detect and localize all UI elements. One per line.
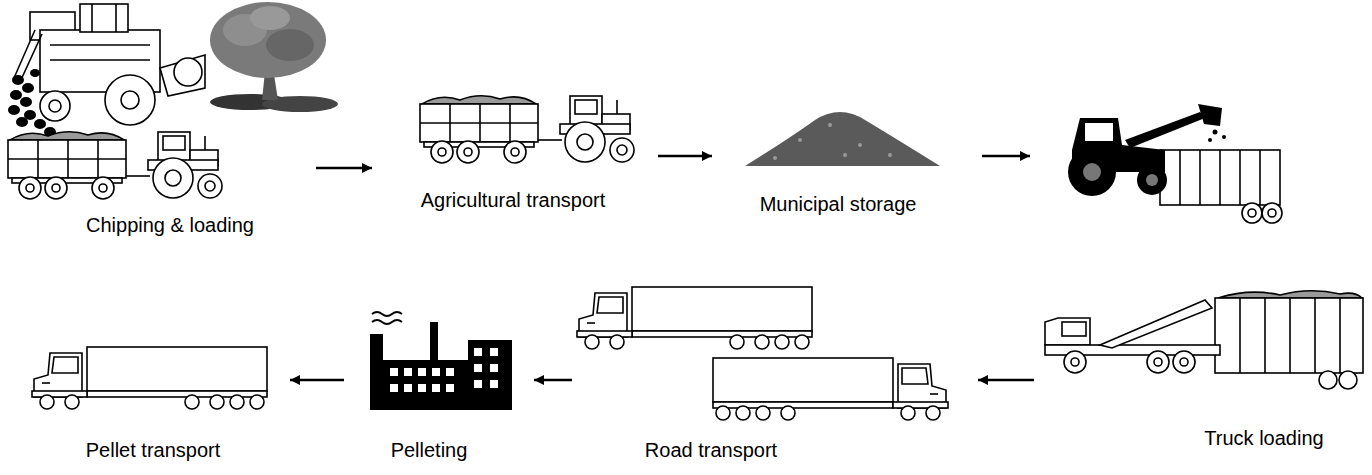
process-step: Agricultural transport	[372, 80, 658, 215]
flow-arrow	[290, 379, 344, 382]
step-label: Pellet transport	[86, 438, 222, 462]
process-step: Chipping & loading	[2, 0, 316, 245]
factory	[370, 312, 512, 410]
step-label: Chipping & loading	[86, 213, 255, 237]
step-label: Municipal storage	[760, 192, 918, 216]
flow-arrow	[978, 379, 1034, 382]
container	[1160, 150, 1282, 223]
process-step: Pelleting	[344, 300, 534, 470]
flow-arrow	[658, 155, 712, 158]
wood-chips	[8, 69, 56, 137]
semi-truck	[713, 358, 948, 420]
combine-harvester	[14, 4, 205, 125]
process-step: Truck loading	[1034, 280, 1368, 460]
flow-arrow	[534, 379, 572, 382]
semi-truck	[577, 287, 812, 349]
olive-tree	[210, 2, 338, 112]
step-label: Road transport	[645, 438, 779, 462]
process-step: Pellet transport	[20, 330, 290, 470]
flow-arrow	[982, 155, 1030, 158]
step-label: Agricultural transport	[421, 188, 607, 212]
process-step: Road transport	[572, 280, 978, 470]
step-label: Truck loading	[1204, 426, 1325, 450]
tractor-trailer	[420, 96, 634, 163]
roll-off-truck	[1045, 291, 1363, 389]
semi-truck	[32, 347, 267, 409]
chip-pile	[745, 112, 940, 166]
flow-arrow	[316, 167, 372, 170]
front-loader	[1068, 104, 1226, 196]
tractor-trailer	[8, 132, 222, 199]
step-label: Pelleting	[391, 438, 469, 462]
process-step: Municipal storage	[712, 95, 978, 220]
